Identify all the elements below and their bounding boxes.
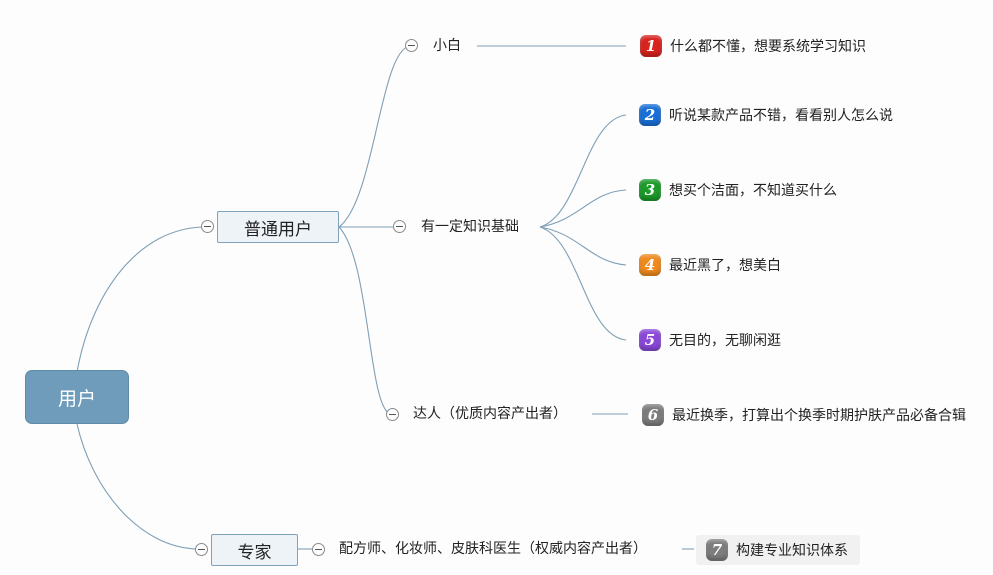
root-node-user[interactable]: 用户	[25, 370, 129, 424]
leaf-text: 想买个洁面，不知道买什么	[669, 183, 837, 199]
edge-root-expert	[76, 423, 199, 550]
leaf-text: 最近换季，打算出个换季时期护肤产品必备合辑	[672, 408, 966, 424]
leaf-3[interactable]: 3 想买个洁面，不知道买什么	[639, 179, 837, 201]
topic-professionals[interactable]: 配方师、化妆师、皮肤科医生（权威内容产出者）	[339, 541, 647, 557]
leaf-7[interactable]: 7 构建专业知识体系	[696, 535, 860, 565]
branch-expert[interactable]: 专家	[211, 534, 298, 566]
leaf-2[interactable]: 2 听说某款产品不错，看看别人怎么说	[639, 104, 893, 126]
leaf-text: 无目的，无聊闲逛	[669, 333, 781, 349]
collapse-knowledge-icon[interactable]	[393, 220, 406, 233]
topic-some-knowledge[interactable]: 有一定知识基础	[421, 219, 519, 235]
number-badge-icon: 5	[639, 329, 661, 351]
edge-ordinary-novice	[338, 45, 411, 228]
topic-novice[interactable]: 小白	[433, 38, 461, 54]
collapse-expert-icon[interactable]	[195, 543, 208, 556]
collapse-talent-icon[interactable]	[386, 408, 399, 421]
leaf-text: 最近黑了，想美白	[669, 258, 781, 274]
edge-knowledge-leaf5	[539, 226, 627, 341]
branch-ordinary-user[interactable]: 普通用户	[217, 211, 339, 243]
number-badge-icon: 3	[639, 179, 661, 201]
edge-root-ordinary	[76, 226, 205, 373]
number-badge-icon: 7	[706, 539, 728, 561]
number-badge-icon: 4	[639, 254, 661, 276]
edge-knowledge-leaf2	[539, 114, 627, 228]
leaf-5[interactable]: 5 无目的，无聊闲逛	[639, 329, 781, 351]
collapse-professionals-icon[interactable]	[312, 543, 325, 556]
edge-knowledge-leaf3	[539, 189, 627, 228]
edge-ordinary-talent	[338, 226, 391, 415]
leaf-text: 什么都不懂，想要系统学习知识	[670, 39, 866, 55]
number-badge-icon: 1	[640, 35, 662, 57]
leaf-4[interactable]: 4 最近黑了，想美白	[639, 254, 781, 276]
leaf-text: 构建专业知识体系	[736, 543, 848, 559]
edge-knowledge-leaf4	[539, 226, 627, 266]
topic-talent[interactable]: 达人（优质内容产出者）	[413, 406, 567, 422]
number-badge-icon: 6	[642, 404, 664, 426]
leaf-6[interactable]: 6 最近换季，打算出个换季时期护肤产品必备合辑	[642, 404, 966, 426]
leaf-text: 听说某款产品不错，看看别人怎么说	[669, 108, 893, 124]
collapse-novice-icon[interactable]	[405, 39, 418, 52]
leaf-1[interactable]: 1 什么都不懂，想要系统学习知识	[640, 35, 866, 57]
collapse-ordinary-icon[interactable]	[201, 220, 214, 233]
number-badge-icon: 2	[639, 104, 661, 126]
